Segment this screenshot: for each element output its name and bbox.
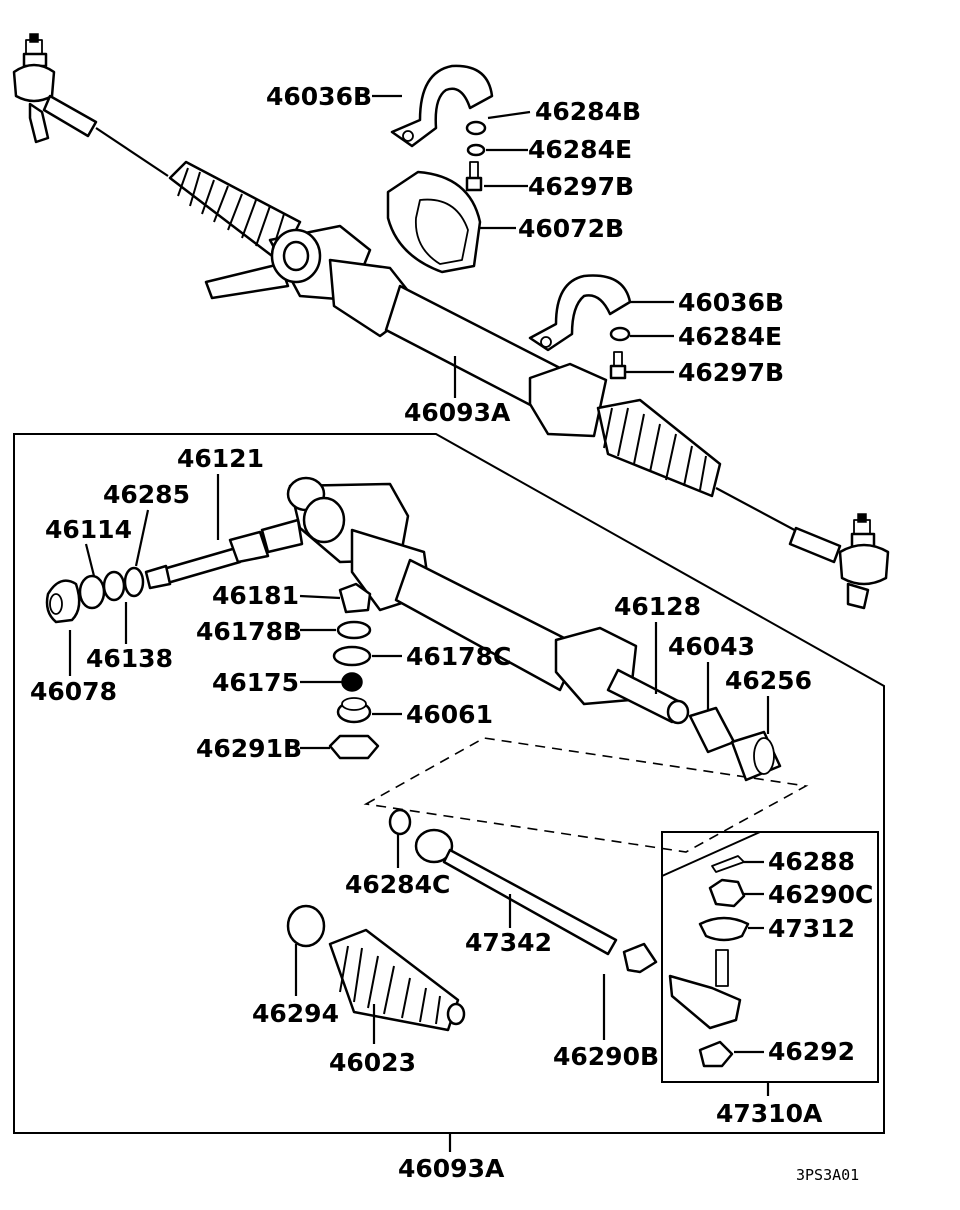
- oil-seal-part: [78, 574, 106, 610]
- end-cap-part: [45, 579, 81, 624]
- top-washer-1: [465, 120, 487, 136]
- tie-rod-end-parts: [668, 855, 750, 1068]
- pinion-part: [144, 518, 304, 590]
- callout-ring: 46284C: [345, 870, 450, 899]
- assembly-frame: [13, 433, 885, 1134]
- callout-tie-rod-end: 47310A: [716, 1099, 823, 1128]
- rack-guide-part: [338, 582, 372, 614]
- plug-part: [336, 697, 372, 724]
- callout-dust-cover: 47312: [768, 914, 855, 943]
- callout-gear-assembly-top: 46093A: [404, 398, 511, 427]
- ring-part: [388, 808, 412, 836]
- left-boot: [168, 160, 302, 264]
- callout-tie-rod-nut: 46290B: [553, 1042, 659, 1071]
- upper-gear-assembly: [12, 33, 890, 610]
- callout-spacer-c: 46178C: [406, 642, 511, 671]
- callout-rack-bushing: 46043: [668, 632, 755, 661]
- callout-top-washer-2: 46284E: [528, 135, 632, 164]
- top-washer-2: [466, 143, 486, 157]
- pinion-seal-part: [123, 566, 145, 598]
- rack-bushing-part: [688, 706, 736, 754]
- callout-pinion-seal: 46285: [103, 480, 190, 509]
- right-washer: [609, 326, 631, 342]
- callout-tie-rod: 47342: [465, 928, 552, 957]
- rack-part: [606, 668, 690, 725]
- rack-stopper-part: [730, 730, 782, 782]
- top-bolt-1: [465, 161, 483, 192]
- callout-rack-stopper: 46256: [725, 666, 812, 695]
- spring-part: [341, 672, 363, 692]
- callout-grease-nipple: 46292: [768, 1037, 855, 1066]
- callout-band: 46294: [252, 999, 339, 1028]
- callout-top-washer-1: 46284B: [535, 97, 641, 126]
- callout-right-bolt: 46297B: [678, 358, 784, 387]
- tie-rod-part: [414, 828, 618, 956]
- callout-cotter-pin: 46288: [768, 847, 855, 876]
- callout-end-cap: 46078: [30, 677, 117, 706]
- callout-rack: 46128: [614, 592, 701, 621]
- callout-boot: 46023: [329, 1048, 416, 1077]
- upper-rack-tube: [328, 258, 608, 438]
- callout-gear-assembly-bottom: 46093A: [398, 1154, 505, 1183]
- callout-spring: 46175: [212, 668, 299, 697]
- right-boot: [596, 398, 803, 535]
- right-tie-rod-end: [788, 513, 890, 610]
- callout-top-bracket-1: 46036B: [266, 82, 372, 111]
- figure-code: 3PS3A01: [796, 1166, 859, 1184]
- tie-rod-end-frame: [661, 831, 879, 1083]
- spacer-b-part: [336, 620, 372, 640]
- band-part: [286, 904, 326, 948]
- tie-rod-nut-part: [622, 942, 658, 974]
- callout-top-bushing: 46072B: [518, 214, 624, 243]
- callout-plug: 46061: [406, 700, 493, 729]
- lower-rack-housing: [394, 558, 638, 706]
- callout-bearing: 46114: [45, 515, 132, 544]
- bearing-part: [102, 570, 126, 602]
- callout-rack-guide: 46181: [212, 581, 299, 610]
- subassembly-outline: [363, 737, 809, 853]
- callout-spacer-b: 46178B: [196, 617, 302, 646]
- callout-right-washer: 46284E: [678, 322, 782, 351]
- top-bushing: [386, 170, 482, 274]
- spacer-c-part: [332, 645, 372, 667]
- callout-right-bracket-2: 46036B: [678, 288, 784, 317]
- top-bracket-1: [390, 64, 494, 148]
- left-tie-rod-end: [12, 33, 169, 177]
- callout-oil-seal: 46138: [86, 644, 173, 673]
- callout-top-bolt-1: 46297B: [528, 172, 634, 201]
- locknut-part: [328, 734, 380, 760]
- callout-castle-nut: 46290C: [768, 880, 873, 909]
- callout-locknut: 46291B: [196, 734, 302, 763]
- boot-part: [328, 928, 466, 1032]
- callout-pinion: 46121: [177, 444, 264, 473]
- right-bolt: [609, 351, 627, 380]
